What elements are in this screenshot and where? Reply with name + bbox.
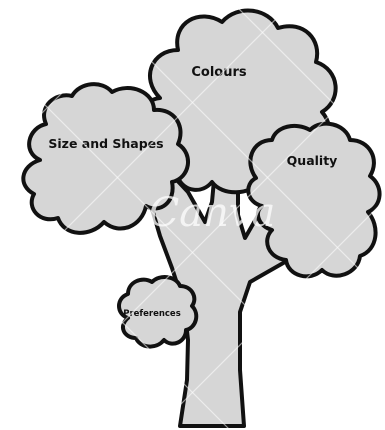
crown-label-preferences: Preferences xyxy=(123,309,181,319)
crown-label-colours: Colours xyxy=(191,65,247,80)
watermark-text: Canva xyxy=(149,190,276,236)
crown-label-quality: Quality xyxy=(287,153,338,168)
